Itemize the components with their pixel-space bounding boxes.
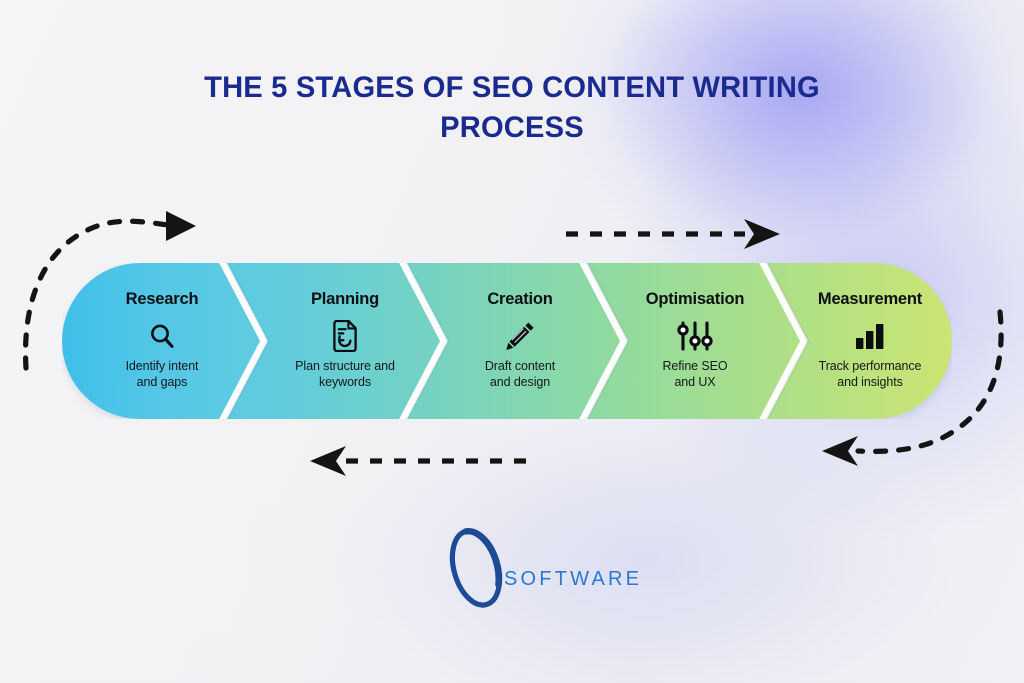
process-banner: [62, 263, 952, 419]
brand-logo[interactable]: SOFTWARE: [432, 528, 639, 608]
logo-wordmark: SOFTWARE: [504, 568, 643, 590]
ellipse-ring-logo-icon: [449, 528, 503, 608]
arrow-top-right: [566, 219, 780, 249]
page-title: THE 5 STAGES OF SEO CONTENT WRITING PROC…: [204, 71, 820, 144]
arrow-bottom-left: [310, 446, 526, 476]
